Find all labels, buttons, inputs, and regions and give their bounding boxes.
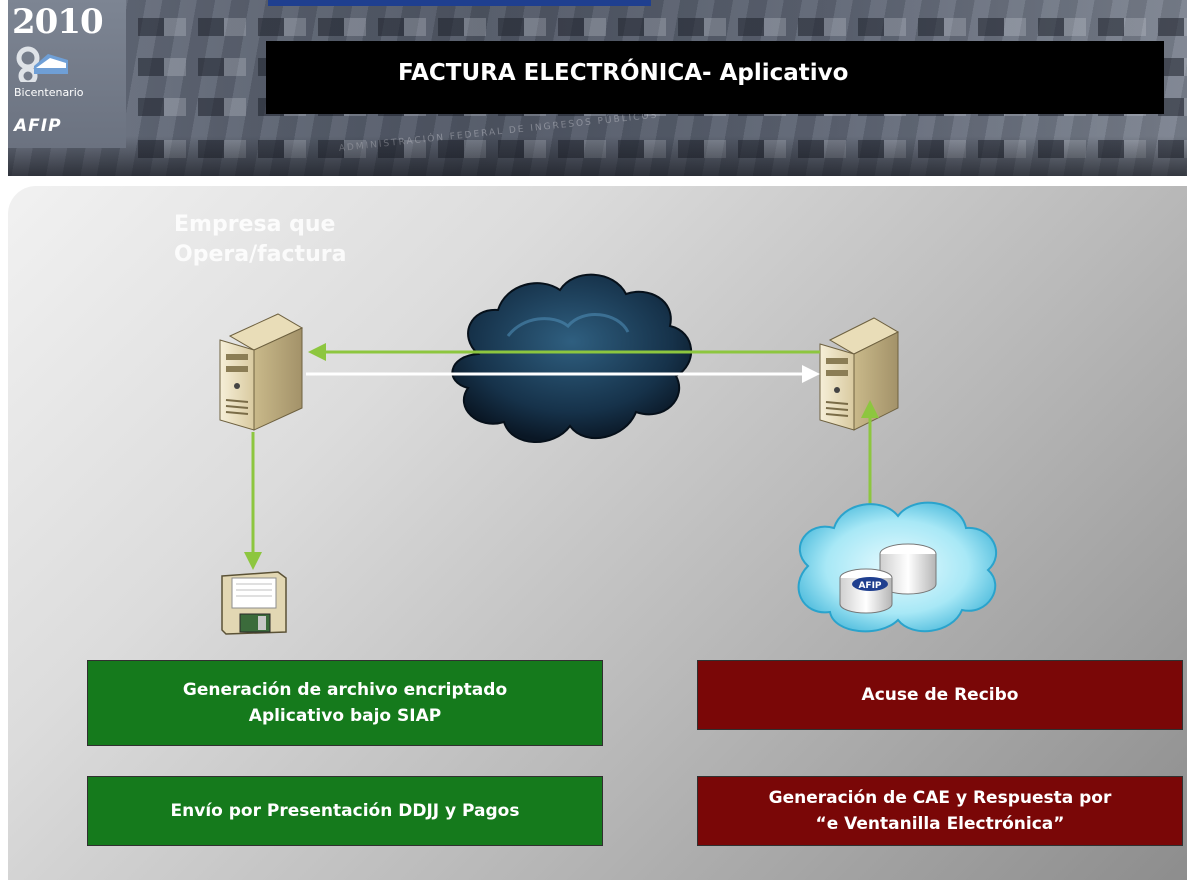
response-arrow bbox=[308, 343, 820, 361]
logo-subtitle: Bicentenario bbox=[14, 86, 84, 99]
bicentenario-logo: 2010 Bicentenario AFIP bbox=[8, 0, 126, 148]
company-server-icon bbox=[219, 313, 304, 431]
banner-shade bbox=[8, 136, 1187, 176]
internet-cloud-icon bbox=[451, 273, 692, 443]
floppy-disk-icon bbox=[221, 571, 287, 635]
diagram-panel: AFIP Empresa que Opera/factura Generació… bbox=[8, 186, 1187, 880]
top-accent-bar bbox=[268, 0, 651, 6]
page-title: FACTURA ELECTRÓNICA- Aplicativo bbox=[398, 60, 849, 86]
building-window-row bbox=[138, 18, 1187, 36]
company-label: Empresa que Opera/factura bbox=[174, 212, 347, 267]
submission-box: Envío por Presentación DDJJ y Pagos bbox=[87, 776, 603, 846]
cae-response-box: Generación de CAE y Respuesta por “e Ven… bbox=[697, 776, 1183, 846]
flow-diagram: AFIP bbox=[219, 273, 998, 635]
receipt-box: Acuse de Recibo bbox=[697, 660, 1183, 730]
database-label: AFIP bbox=[858, 581, 881, 591]
logo-year: 2010 bbox=[12, 2, 104, 42]
title-bar: FACTURA ELECTRÓNICA- Aplicativo bbox=[266, 41, 1164, 114]
bicentenario-mark-icon bbox=[16, 46, 68, 82]
file-generation-box: Generación de archivo encriptado Aplicat… bbox=[87, 660, 603, 746]
agency-logo: AFIP bbox=[14, 116, 62, 136]
submission-arrow bbox=[306, 365, 820, 383]
afip-server-icon bbox=[819, 317, 900, 431]
afip-database-cloud-icon: AFIP bbox=[797, 501, 998, 633]
save-file-arrow bbox=[244, 432, 262, 570]
